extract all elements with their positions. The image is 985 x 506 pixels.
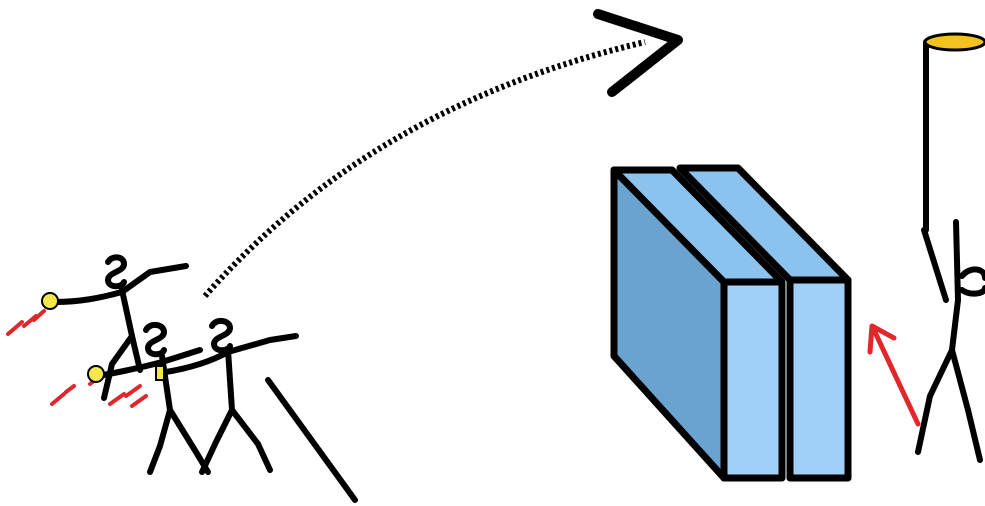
dotted-arc-icon xyxy=(202,39,646,298)
foam-block-back xyxy=(676,164,852,482)
ring-icon xyxy=(923,32,985,52)
throw-path-arrow xyxy=(202,9,683,298)
thrower-group xyxy=(6,254,358,503)
stick-figure-thrower xyxy=(51,254,189,401)
ring-on-pole-target xyxy=(923,32,985,233)
foam-block-front xyxy=(610,166,786,482)
ball-icon-2 xyxy=(87,365,105,383)
foam-blocks-obstacle xyxy=(610,164,852,482)
boundary-line xyxy=(265,377,358,503)
ball-icon xyxy=(41,292,59,310)
stick-figure-catcher xyxy=(915,219,985,463)
motion-marks-icon xyxy=(6,309,148,408)
arrowhead-icon xyxy=(593,9,683,97)
stick-figure-player-3 xyxy=(163,318,299,475)
red-arrow-icon xyxy=(867,323,921,427)
ball-marker xyxy=(155,365,165,381)
